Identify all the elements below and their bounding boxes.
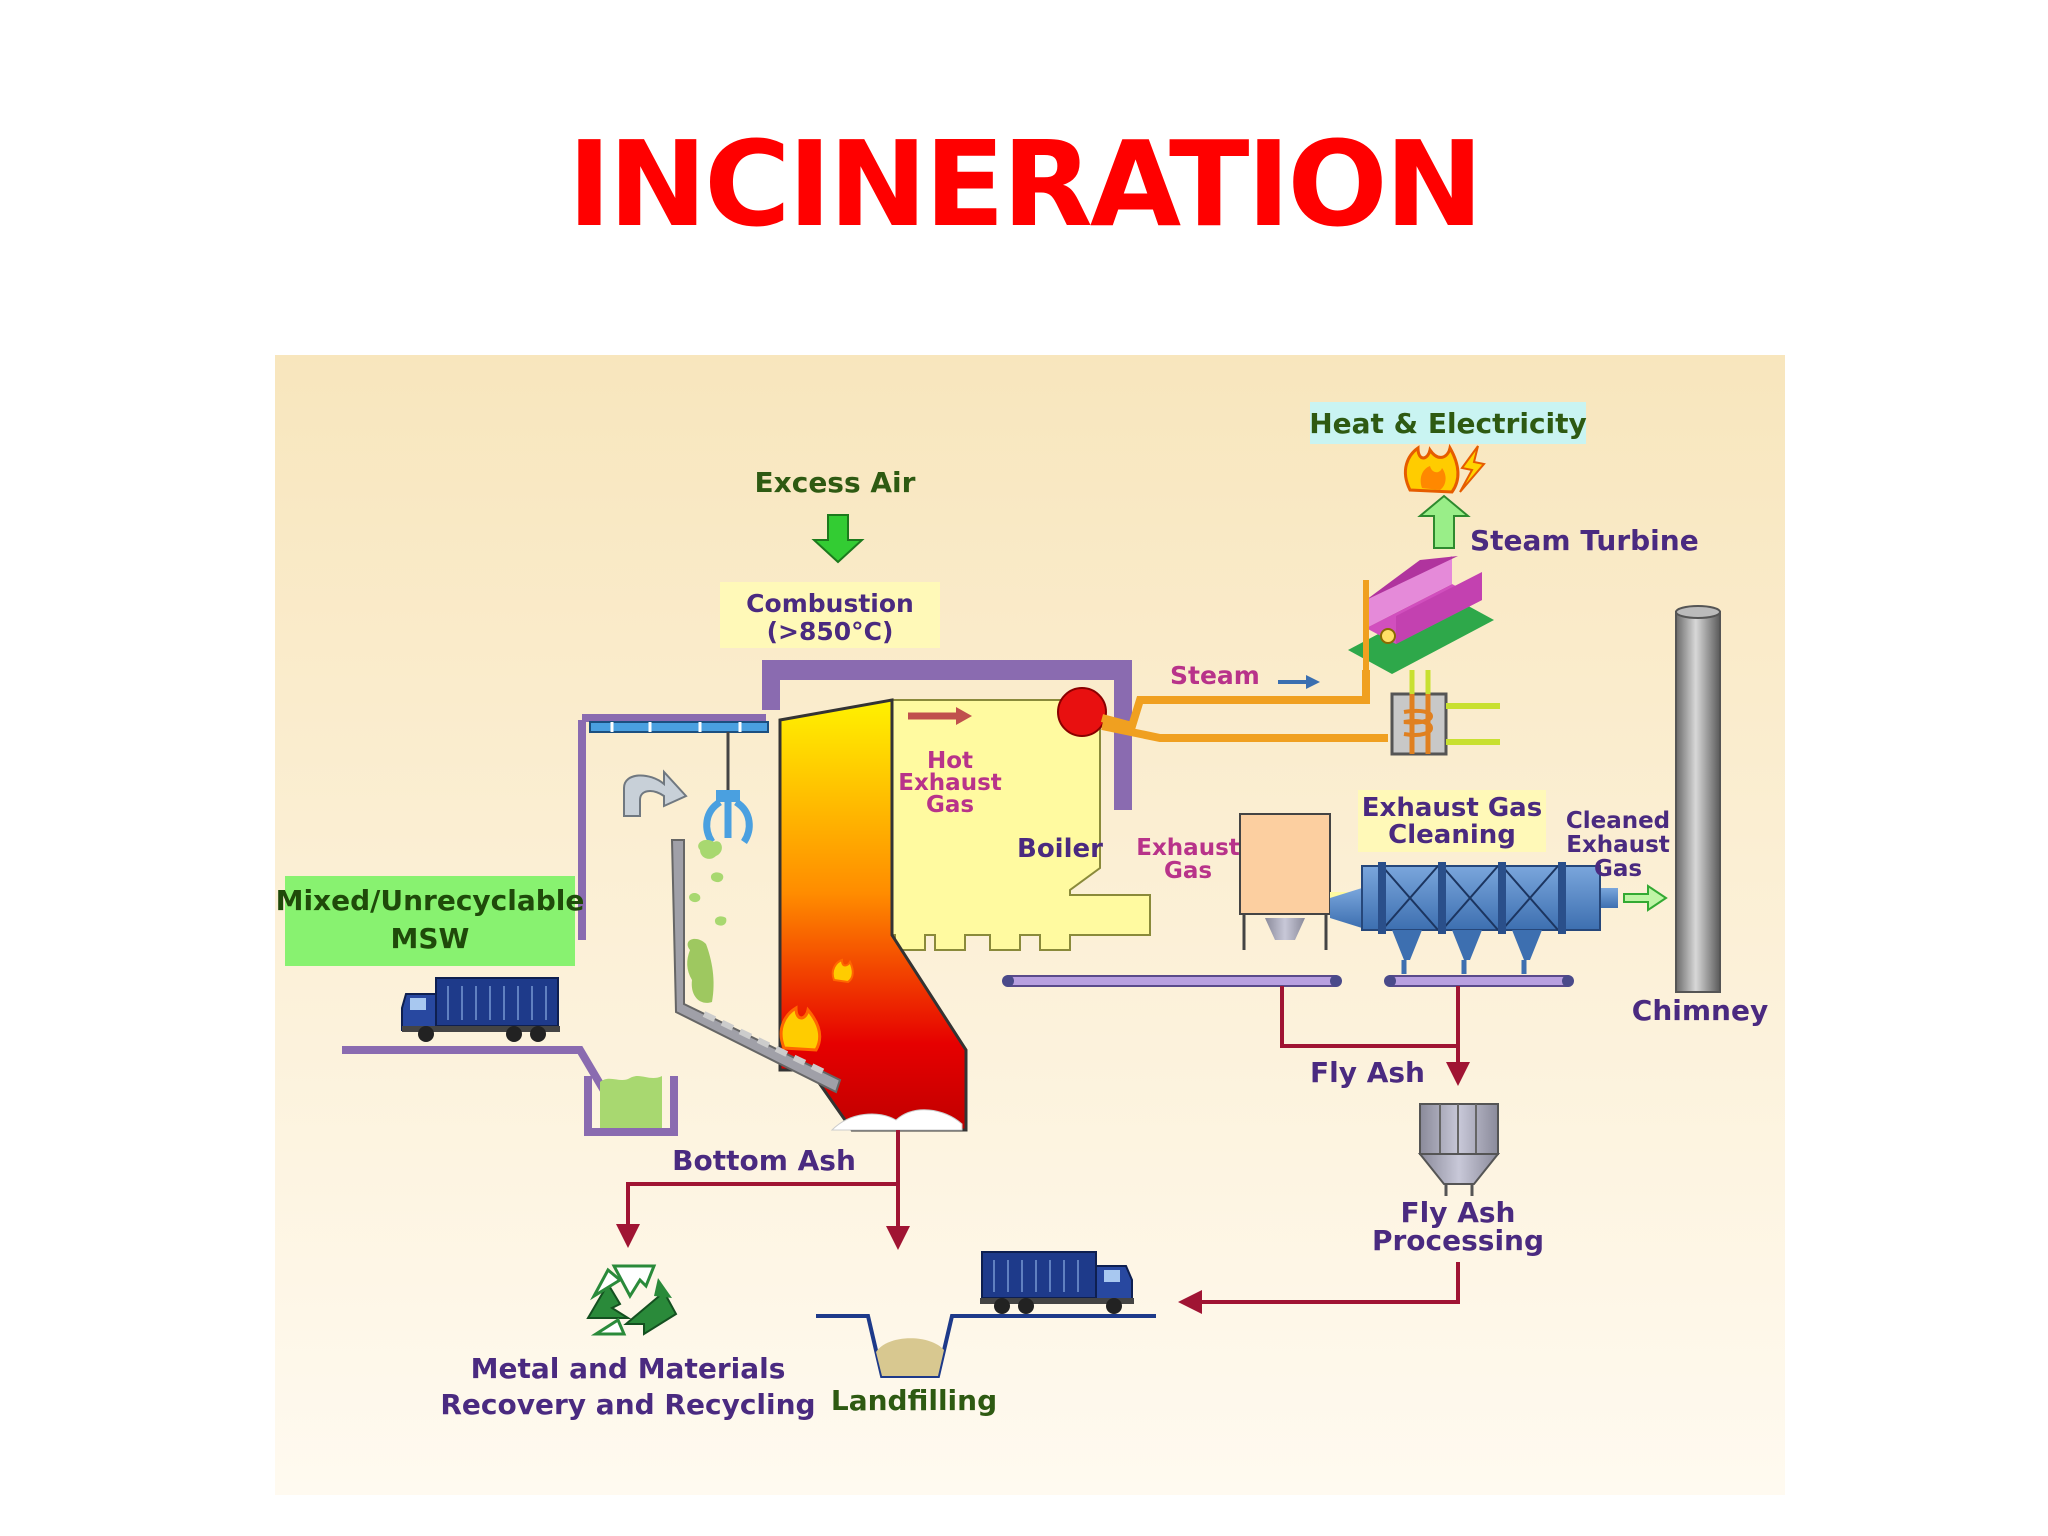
exhaust-gas-label-line1: Exhaust bbox=[1136, 835, 1240, 861]
crane-rail bbox=[589, 721, 769, 733]
feed-curved-arrow-icon bbox=[623, 769, 688, 817]
landfilling-label: Landfilling bbox=[831, 1384, 997, 1417]
recycle-icon bbox=[586, 1264, 678, 1336]
lightning-icon bbox=[1459, 445, 1486, 493]
heat-electricity-box bbox=[1310, 402, 1586, 444]
combustion-label-line2: (>850°C) bbox=[767, 617, 894, 646]
landfill-pit bbox=[876, 1338, 944, 1376]
cleaned-gas-label-line3: Gas bbox=[1594, 856, 1642, 882]
hot-exhaust-label-line2: Exhaust bbox=[898, 770, 1002, 796]
steam-pipe-lower bbox=[1101, 722, 1388, 742]
exhaust-gas-label-line2: Gas bbox=[1164, 858, 1212, 884]
garbage-truck-icon-left bbox=[401, 977, 560, 1042]
fly-ash-hopper bbox=[1417, 1103, 1501, 1196]
recycling-label-line2: Recovery and Recycling bbox=[440, 1388, 815, 1421]
furnace-wall bbox=[762, 660, 1132, 810]
steam-turbine-icon bbox=[1348, 556, 1494, 674]
furnace-fire-icon bbox=[779, 958, 854, 1052]
bottom-ash-flow-left bbox=[616, 1182, 898, 1248]
gas-cleaning-label-line1: Exhaust Gas bbox=[1362, 793, 1542, 823]
fly-ash-processing-label-line2: Processing bbox=[1372, 1224, 1544, 1257]
chimney bbox=[1675, 611, 1721, 993]
steam-label: Steam bbox=[1170, 661, 1260, 690]
msw-box bbox=[285, 876, 575, 966]
fly-ash-processing-label-line1: Fly Ash bbox=[1401, 1196, 1516, 1229]
heat-flame-icon bbox=[1404, 443, 1460, 494]
crane-grab-icon bbox=[703, 732, 753, 844]
excess-air-arrow bbox=[811, 514, 865, 564]
fly-ash-label: Fly Ash bbox=[1310, 1056, 1425, 1089]
slide-title: INCINERATION bbox=[567, 115, 1483, 253]
cleaned-gas-label-line2: Exhaust bbox=[1566, 832, 1670, 858]
cleaned-gas-label-line1: Cleaned bbox=[1566, 808, 1670, 834]
hot-exhaust-label-line1: Hot bbox=[927, 748, 973, 774]
bag-filter-hopper bbox=[1265, 918, 1305, 940]
chimney-label: Chimney bbox=[1632, 994, 1768, 1027]
ash-conveyor-left bbox=[1002, 975, 1342, 987]
combustion-box bbox=[720, 582, 940, 648]
exhaust-gas-scrubber bbox=[1330, 862, 1618, 974]
feed-ramp bbox=[670, 839, 842, 1094]
msw-label-line1: Mixed/Unrecyclable bbox=[276, 884, 585, 917]
turbine-up-arrow bbox=[1417, 494, 1471, 549]
bottom-ash-heap bbox=[830, 1109, 963, 1131]
boiler-label: Boiler bbox=[1017, 834, 1103, 864]
excess-air-label: Excess Air bbox=[755, 466, 916, 499]
msw-label-line2: MSW bbox=[391, 922, 470, 955]
garbage-truck-icon-bottom bbox=[980, 1251, 1134, 1314]
hot-exhaust-label-line3: Gas bbox=[926, 792, 974, 818]
combustion-label-line1: Combustion bbox=[746, 589, 914, 618]
bottom-ash-label: Bottom Ash bbox=[672, 1144, 856, 1177]
falling-waste bbox=[687, 839, 727, 1003]
steam-pipe-upper bbox=[1100, 670, 1370, 731]
gas-cleaning-label-line2: Cleaning bbox=[1388, 820, 1516, 850]
bag-filter bbox=[1239, 813, 1331, 915]
recycling-label-line1: Metal and Materials bbox=[471, 1352, 786, 1385]
ash-conveyor-right bbox=[1384, 975, 1574, 987]
feed-conveyor bbox=[342, 1046, 610, 1097]
fly-ash-to-landfill-flow bbox=[1178, 1262, 1460, 1314]
waste-bin bbox=[584, 1076, 678, 1136]
gas-cleaning-box bbox=[1358, 790, 1546, 852]
heat-electricity-label: Heat & Electricity bbox=[1309, 407, 1587, 440]
cleaned-gas-arrow bbox=[1623, 884, 1668, 912]
steam-turbine-label: Steam Turbine bbox=[1470, 524, 1699, 557]
steam-drum bbox=[1057, 687, 1107, 737]
boiler bbox=[891, 699, 1151, 951]
